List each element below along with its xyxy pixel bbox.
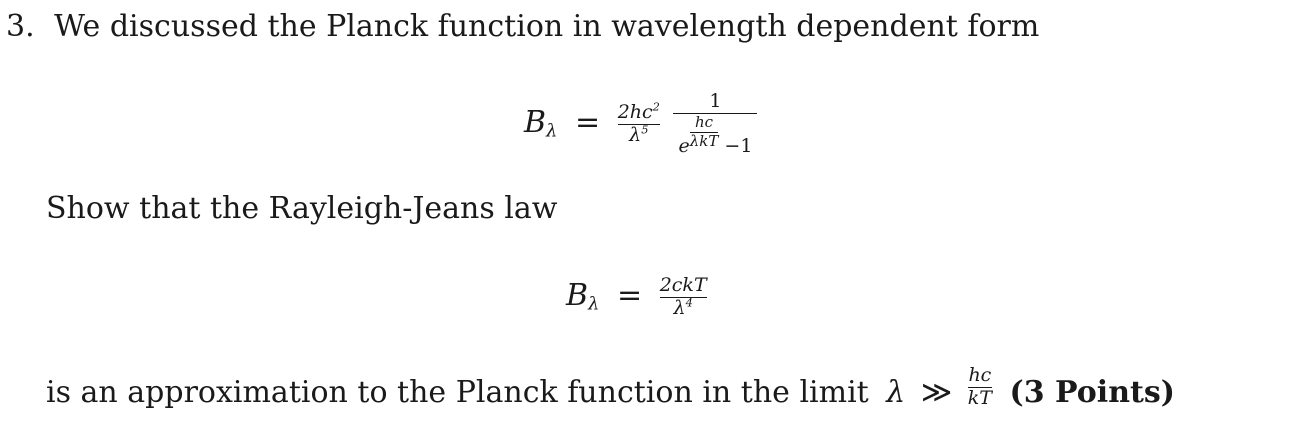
planck-lhs: Bλ [524,105,558,142]
planck-fraction-1: 2hc2 λ5 [617,99,660,146]
rayleigh-jeans-equation: Bλ = 2ckT λ4 [566,274,707,319]
limit-relation: ≫ [920,374,953,410]
limit-lambda: λ [886,374,906,410]
question-number: 3. [6,9,35,44]
planck-equation: Bλ = 2hc2 λ5 1 e hc λkT −1 [524,91,758,157]
rayleigh-jeans-prompt: Show that the Rayleigh-Jeans law [46,191,558,226]
conclusion-line: is an approximation to the Planck functi… [46,364,1175,410]
planck-equals: = [575,105,601,141]
conclusion-text: is an approximation to the Planck functi… [46,374,869,410]
planck-fraction-2: 1 e hc λkT −1 [673,91,758,157]
rj-lhs: Bλ [566,278,600,315]
planck-exponent: hc λkT [689,112,719,150]
question-intro-line: 3. We discussed the Planck function in w… [6,12,1039,42]
rj-equals: = [617,278,643,314]
question-intro-text: We discussed the Planck function in wave… [54,9,1040,44]
limit-fraction: hc kT [967,364,992,409]
rj-fraction: 2ckT λ4 [659,274,707,319]
points-label: (3 Points) [1009,374,1175,410]
